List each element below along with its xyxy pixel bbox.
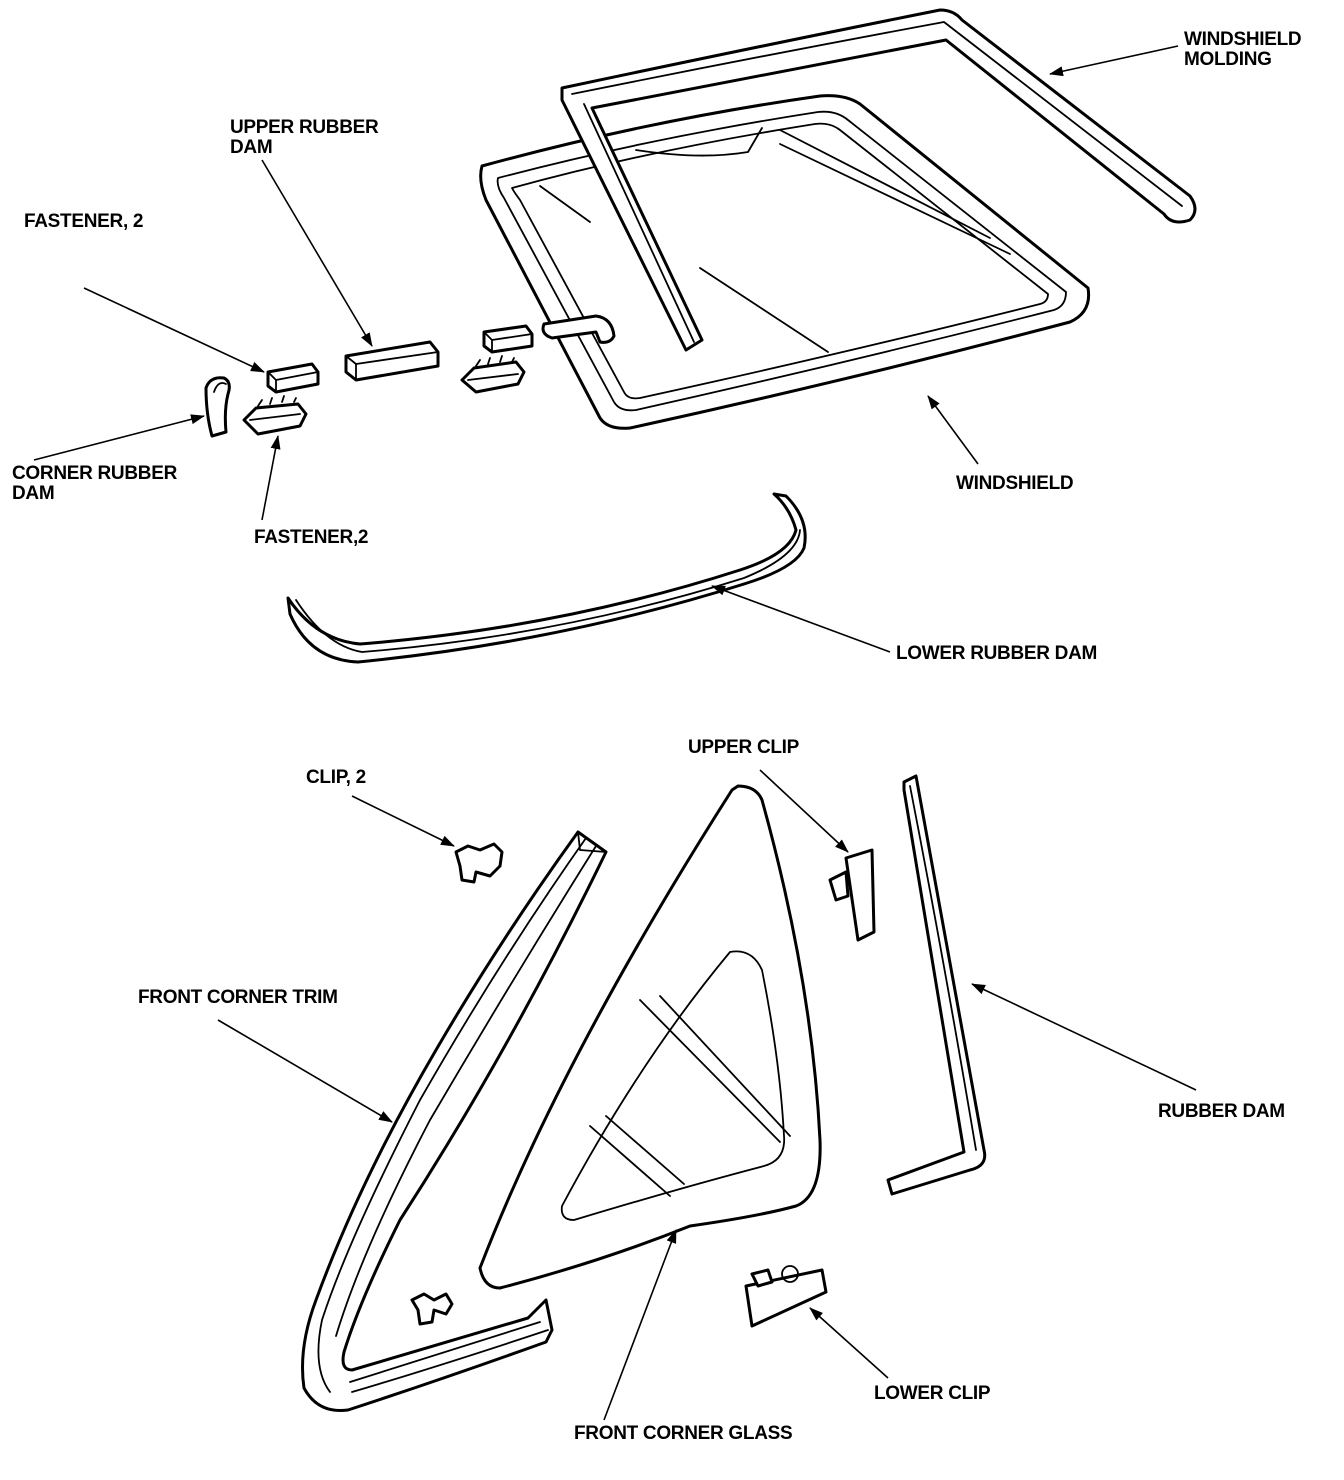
label-upper-rubber-dam-line1: UPPER RUBBER: [230, 117, 379, 138]
label-upper-rubber-dam-line2: DAM: [230, 137, 273, 158]
front-corner-glass-part: [478, 784, 822, 1290]
fastener-upper-right-part: [482, 324, 534, 354]
label-corner-rubber-dam-line2: DAM: [12, 483, 55, 504]
fastener-lower-right-part: [460, 355, 526, 394]
clip-lower-part: [410, 1292, 454, 1326]
label-windshield: WINDSHIELD: [956, 473, 1074, 494]
windshield-bracket-part: [541, 314, 616, 344]
label-windshield-molding: WINDSHIELD MOLDING: [1184, 29, 1302, 70]
label-upper-rubber-dam: UPPER RUBBER DAM: [230, 117, 379, 158]
label-clip: CLIP, 2: [306, 767, 366, 788]
label-corner-rubber-dam: CORNER RUBBER DAM: [12, 464, 177, 504]
label-lower-rubber-dam: LOWER RUBBER DAM: [896, 643, 1098, 664]
label-windshield-molding-line1: WINDSHIELD: [1184, 29, 1302, 50]
rubber-dam-part: [886, 774, 987, 1196]
corner-rubber-dam-part: [204, 376, 231, 438]
label-front-corner-glass: FRONT CORNER GLASS: [574, 1423, 793, 1444]
label-upper-clip: UPPER CLIP: [688, 737, 800, 758]
label-fastener-top: FASTENER, 2: [24, 211, 144, 232]
clip-upper-part: [454, 842, 504, 884]
front-corner-trim-part: [301, 830, 608, 1413]
fastener-upper-left-part: [266, 362, 320, 394]
label-rubber-dam: RUBBER DAM: [1158, 1101, 1285, 1122]
upper-clip-part: [828, 848, 876, 942]
leader-lines: [33, 45, 1197, 1421]
lower-rubber-dam-part: [286, 492, 807, 664]
windshield-molding-part: [560, 8, 1197, 352]
label-fastener-bottom: FASTENER,2: [254, 527, 369, 548]
windshield-part: [479, 94, 1091, 430]
lower-clip-part: [744, 1265, 828, 1328]
label-front-corner-trim: FRONT CORNER TRIM: [138, 987, 338, 1008]
upper-rubber-dam-part: [344, 340, 440, 382]
label-corner-rubber-dam-line1: CORNER RUBBER: [12, 463, 177, 484]
fastener-lower-left-part: [242, 395, 308, 436]
label-lower-clip: LOWER CLIP: [874, 1383, 991, 1404]
label-windshield-molding-line2: MOLDING: [1184, 49, 1272, 70]
